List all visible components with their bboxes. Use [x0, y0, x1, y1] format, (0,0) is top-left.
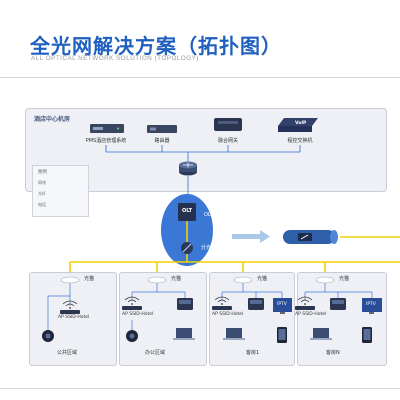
legend-box — [32, 165, 89, 217]
voip-badge: VoIP — [295, 120, 307, 126]
gateway-icon — [214, 118, 242, 131]
voip-switch-label: 程控交换机 — [287, 138, 313, 144]
onu-icon — [147, 276, 167, 284]
svg-text:OLT: OLT — [182, 208, 193, 214]
onu-icon — [315, 276, 335, 284]
tv-icon — [273, 298, 292, 314]
phone-icon — [330, 298, 346, 310]
access-point-icon — [60, 310, 80, 314]
onu-label: 光猫 — [257, 276, 268, 282]
panel-public-area — [29, 272, 117, 366]
camera-icon — [126, 330, 138, 342]
olt-label: OLT — [204, 212, 214, 218]
router-label: 路由器 — [154, 138, 170, 144]
area-label: 办公区域 — [145, 350, 166, 356]
smartphone-icon — [362, 327, 372, 343]
fiber-cable-icon — [283, 230, 338, 244]
legend-title: 图例 — [38, 170, 47, 175]
wifi-icon — [214, 296, 230, 305]
legend-item: 网线 — [38, 180, 46, 185]
page-title: 全光网解决方案（拓扑图） — [30, 34, 282, 58]
header-divider — [0, 77, 400, 78]
ap-label: AP SSID-Hotel — [122, 312, 154, 317]
area-label: 客房1 — [246, 350, 260, 356]
onu-icon — [233, 276, 253, 284]
legend-item: 光纤 — [38, 191, 46, 196]
onu-label: 光猫 — [339, 276, 350, 282]
laptop-icon — [223, 328, 245, 340]
area-label: 客房N — [326, 350, 340, 356]
access-point-icon — [295, 306, 315, 310]
onu-icon — [60, 276, 80, 284]
onu-label: 光猫 — [84, 276, 95, 282]
ap-label: AP SSID-Hotel — [295, 312, 327, 317]
access-point-icon — [122, 306, 142, 310]
camera-icon — [42, 330, 54, 342]
access-point-icon — [212, 306, 232, 310]
panel-guest-room-n — [297, 272, 387, 366]
laptop-icon — [173, 328, 195, 340]
footer-divider — [0, 388, 400, 389]
server-icon — [90, 124, 124, 133]
splitter-icon — [181, 242, 193, 254]
phone-icon — [177, 298, 193, 310]
smartphone-icon — [277, 327, 287, 343]
room-title: 酒店中心机房 — [34, 116, 71, 123]
wifi-icon — [297, 296, 313, 305]
wifi-icon — [62, 300, 78, 309]
panel-guest-room-1 — [209, 272, 295, 366]
core-router-icon — [179, 161, 197, 176]
voip-switch-icon: VoIP — [278, 118, 318, 132]
splitter-label: 分光 — [201, 245, 212, 251]
pms-label: PMS酒店管理系统 — [85, 138, 127, 144]
phone-icon — [248, 298, 264, 310]
area-label: 公共区域 — [57, 350, 78, 356]
iptv-label: IPTV — [277, 302, 287, 307]
ap-label: AP SSID-Hotel — [212, 312, 244, 317]
panel-office-area — [119, 272, 207, 366]
router-icon — [147, 125, 177, 133]
gateway-label: 融合网关 — [217, 138, 239, 144]
legend-item: 电话 — [38, 202, 46, 207]
ap-label: AP SSID-Hotel — [58, 315, 90, 320]
wifi-icon — [124, 296, 140, 305]
page-subtitle: ALL OPTICAL NETWORK SOLUTION (TOPOLOGY) — [31, 55, 199, 62]
tv-icon — [362, 298, 382, 314]
onu-label: 光猫 — [171, 276, 182, 282]
laptop-icon — [310, 328, 332, 340]
iptv-label: IPTV — [366, 302, 376, 307]
olt-icon: OLT — [178, 203, 196, 221]
fiber-lines — [69, 221, 400, 275]
arrow-right-icon — [232, 230, 270, 243]
